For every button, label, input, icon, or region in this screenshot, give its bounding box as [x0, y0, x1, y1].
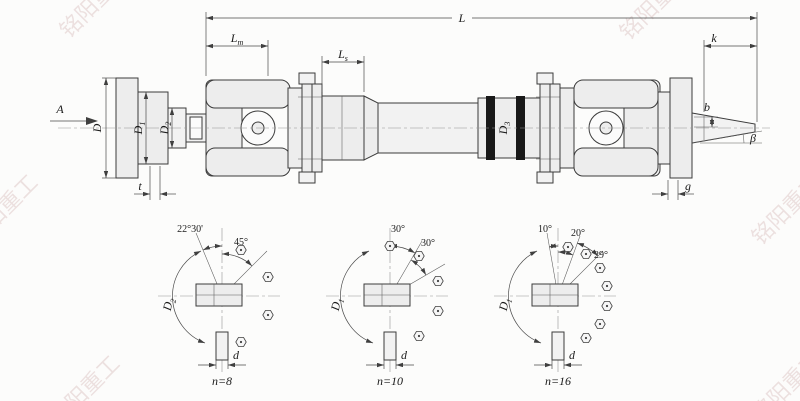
bolt-hole — [562, 242, 574, 252]
view-label-A: A — [55, 102, 64, 116]
watermark-text: 铭阳重工 — [747, 170, 800, 250]
bolt-circle-arc — [508, 250, 542, 344]
dim-label-d: d — [233, 348, 240, 362]
angle-label: 22°30' — [177, 224, 203, 235]
bolt-circle-label: D1 — [328, 297, 346, 314]
bolt-hole — [594, 263, 606, 273]
bolt-hole — [384, 241, 396, 251]
dim-label-beta: β — [749, 131, 756, 145]
dim-label-D2: D2 — [157, 122, 173, 136]
black-ring — [486, 96, 495, 160]
view-direction-arrow: A — [50, 102, 98, 125]
left-universal-joint — [205, 79, 303, 177]
angle-label: 29° — [594, 250, 608, 261]
detail-n16: d D1 10° 20° 29° n=16 — [494, 224, 616, 388]
angle-label: 10° — [538, 224, 552, 235]
bolt-hole — [432, 276, 444, 286]
dim-beta: β — [691, 130, 763, 145]
detail-caption: n=10 — [377, 374, 403, 388]
dim-label-Lm: Lm — [230, 31, 244, 47]
angle-label: 30° — [421, 238, 435, 249]
bolt-hole — [413, 251, 425, 261]
dim-t: t — [134, 166, 176, 200]
right-universal-joint — [559, 79, 661, 177]
dim-label-d: d — [401, 348, 408, 362]
bolt-circle-label: D2 — [160, 297, 178, 314]
watermark-text: 铭阳重工 — [0, 170, 43, 250]
bolt-circle-arc — [172, 250, 206, 344]
watermark-text: 铭阳重工 — [55, 0, 135, 43]
bolt-hole — [580, 333, 592, 343]
angle-label: 45° — [234, 237, 248, 248]
stem — [383, 331, 397, 361]
angle-label: 30° — [391, 224, 405, 235]
dim-label-t: t — [138, 179, 142, 193]
detail-n8: d D2 22°30' 45° n=8 — [158, 224, 280, 388]
dim-label-D: D — [90, 123, 104, 133]
dim-label-L: L — [458, 11, 466, 25]
dim-k: k — [703, 31, 757, 112]
dim-label-D3: D3 — [496, 122, 512, 136]
dim-label-Ls: Ls — [337, 47, 348, 63]
dimensions: L Lm Ls k D — [90, 11, 763, 200]
arrow-icon — [86, 117, 98, 125]
watermark-text: 铭阳重工 — [45, 351, 125, 401]
bolt-hole — [601, 301, 613, 311]
angle-label: 20° — [571, 228, 585, 239]
bolt-hole — [235, 337, 247, 347]
bolt-hole — [432, 306, 444, 316]
dim-D2: D2 — [157, 108, 175, 148]
stem — [215, 331, 229, 361]
watermark-text: 铭阳重工 — [615, 0, 695, 45]
dim-Ls: Ls — [321, 47, 365, 92]
detail-n10: d D1 30° 30° n=10 — [326, 224, 448, 388]
dim-label-D1: D1 — [131, 122, 147, 136]
dim-label-k: k — [711, 31, 717, 45]
bolt-hole — [580, 249, 592, 259]
dim-label-g: g — [685, 179, 691, 193]
detail-caption: n=16 — [545, 374, 571, 388]
dim-Lm: Lm — [206, 31, 269, 76]
stem — [551, 331, 565, 361]
main-view: A L Lm Ls — [50, 11, 770, 200]
dim-D3: D3 — [496, 122, 512, 136]
bolt-circle-label: D1 — [496, 297, 514, 314]
detail-caption: n=8 — [212, 374, 232, 388]
bolt-hole — [413, 331, 425, 341]
dim-g: g — [652, 179, 694, 200]
watermark-text: 铭阳重工 — [747, 347, 800, 401]
dim-D: D — [90, 77, 116, 179]
dim-D1: D1 — [131, 92, 149, 164]
bolt-hole — [601, 281, 613, 291]
bolt-hole — [594, 319, 606, 329]
bolt-hole — [262, 272, 274, 282]
dim-b: b — [694, 100, 718, 128]
bolt-circle-arc — [340, 250, 374, 344]
bolt-hole — [262, 310, 274, 320]
dim-label-b: b — [704, 100, 710, 114]
dim-label-d: d — [569, 348, 576, 362]
